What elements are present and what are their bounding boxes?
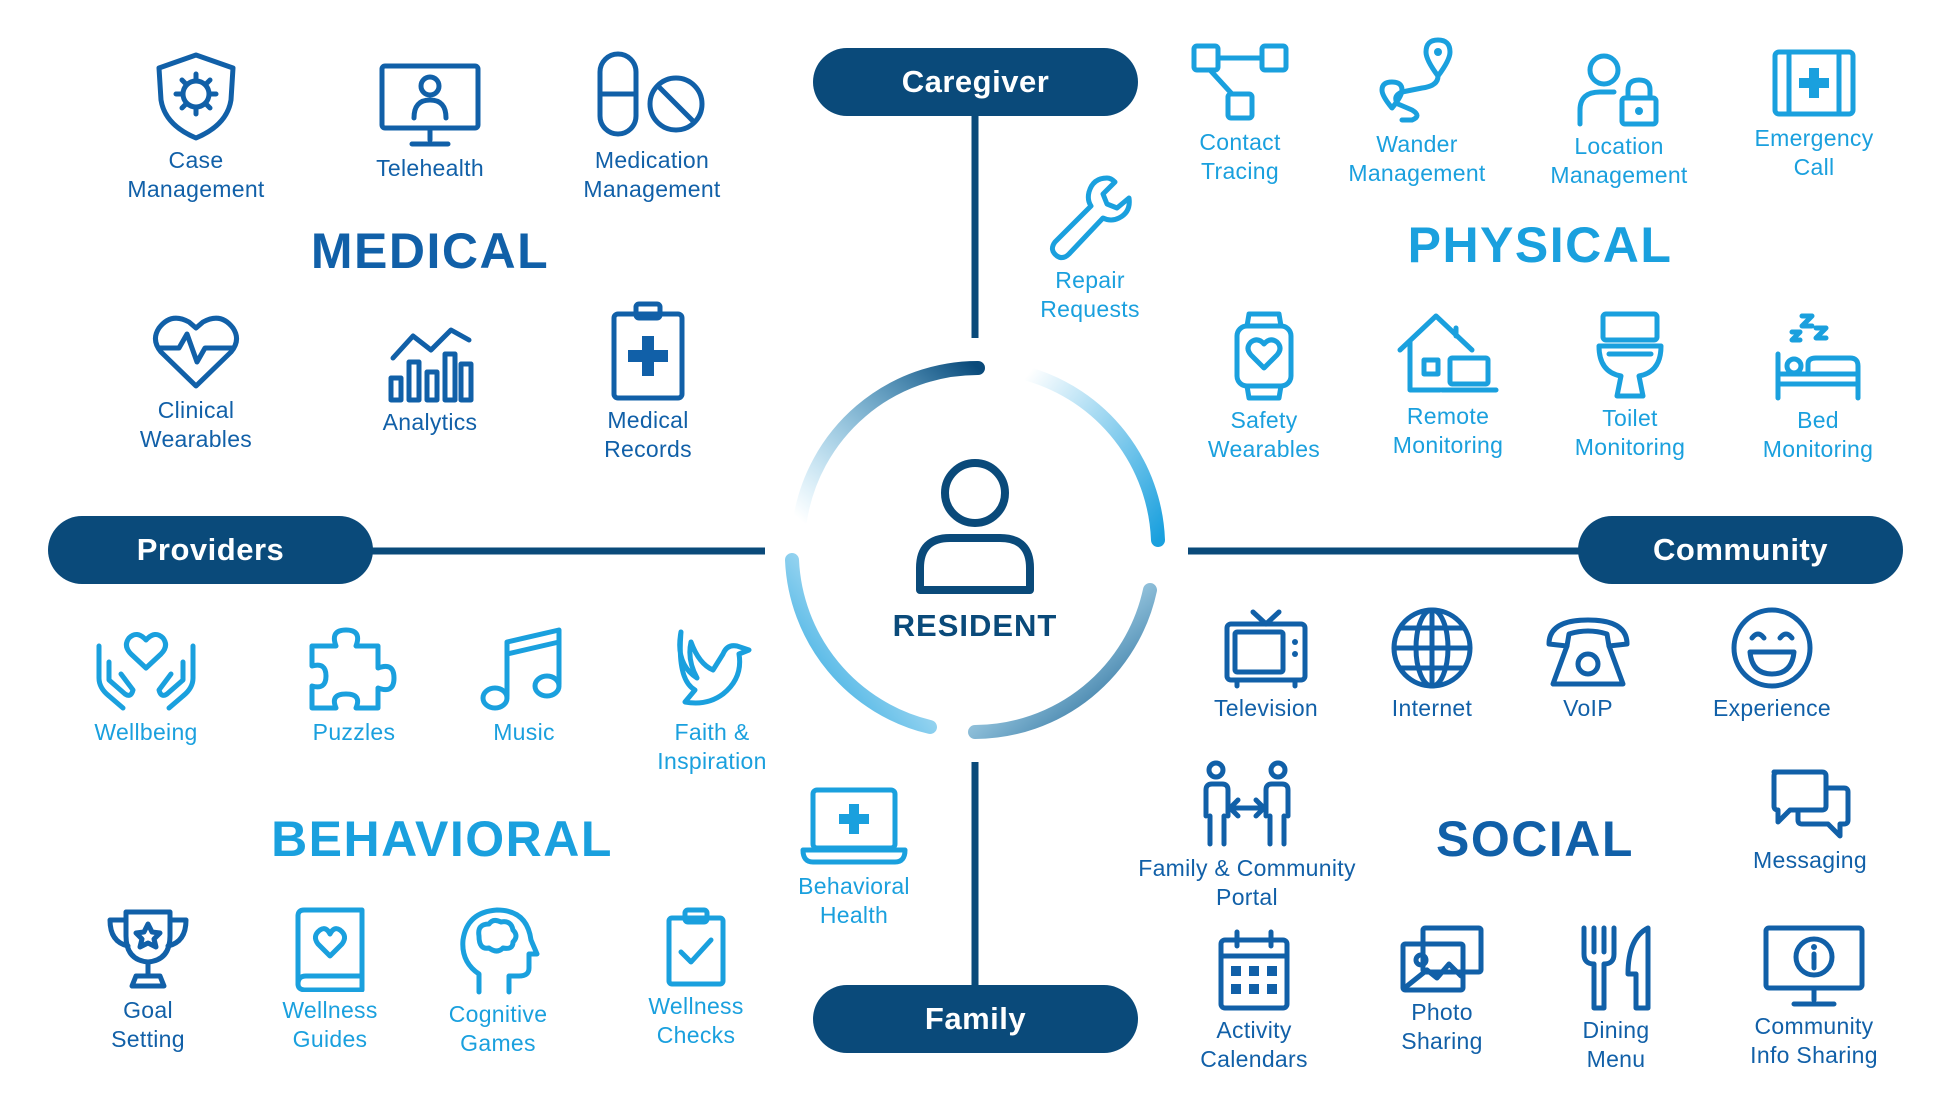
voip-item[interactable]: VoIP bbox=[1488, 614, 1688, 723]
telehealth-item[interactable]: Telehealth bbox=[330, 62, 530, 183]
activity-calendars-item[interactable]: Activity Calendars bbox=[1154, 928, 1354, 1074]
wrench-icon bbox=[1049, 175, 1132, 261]
book-heart-icon bbox=[295, 907, 365, 992]
messaging-item[interactable]: Messaging bbox=[1710, 766, 1910, 875]
wellness-guides-item[interactable]: Wellness Guides bbox=[230, 906, 430, 1054]
physical-heading: PHYSICAL bbox=[1407, 217, 1673, 273]
smiley-icon bbox=[1731, 607, 1813, 689]
behavioral-health-item[interactable]: Behavioral Health bbox=[754, 784, 954, 930]
laptop-cross-icon bbox=[800, 787, 908, 865]
dining-menu-item[interactable]: Dining Menu bbox=[1516, 924, 1716, 1074]
wander-management-item[interactable]: Wander Management bbox=[1317, 36, 1517, 188]
behavioral-heading: BEHAVIORAL bbox=[271, 811, 613, 867]
location-management-item[interactable]: Location Management bbox=[1519, 52, 1719, 190]
bed-monitoring-item[interactable]: Bed Monitoring bbox=[1718, 310, 1918, 464]
safety-wearables-item[interactable]: Safety Wearables bbox=[1164, 310, 1364, 464]
contact-tracing-item[interactable]: Contact Tracing bbox=[1140, 40, 1340, 186]
community-pill[interactable]: Community bbox=[1578, 516, 1903, 584]
toilet-monitoring-item[interactable]: Toilet Monitoring bbox=[1530, 310, 1730, 462]
photo-sharing-item[interactable]: Photo Sharing bbox=[1342, 924, 1542, 1056]
head-brain-icon bbox=[460, 907, 540, 995]
repair-requests-item[interactable]: Repair Requests bbox=[990, 172, 1190, 324]
puzzles-item[interactable]: Puzzles bbox=[254, 624, 454, 747]
clipboard-cross-icon bbox=[611, 301, 685, 401]
telehealth-monitor-icon bbox=[379, 63, 481, 147]
medkit-icon bbox=[1772, 49, 1856, 117]
clinical-wearables-item[interactable]: Clinical Wearables bbox=[96, 312, 296, 454]
resident-label: RESIDENT bbox=[892, 608, 1058, 643]
people-exchange-icon bbox=[1203, 760, 1291, 847]
music-note-icon bbox=[480, 627, 562, 711]
goal-setting-item[interactable]: Goal Setting bbox=[48, 906, 248, 1054]
emergency-call-item[interactable]: Emergency Call bbox=[1714, 46, 1914, 182]
smartwatch-heart-icon bbox=[1234, 311, 1294, 401]
network-nodes-icon bbox=[1191, 43, 1289, 121]
tv-icon bbox=[1224, 609, 1308, 689]
hands-heart-icon bbox=[96, 632, 196, 711]
pill-prohibited-icon bbox=[597, 51, 705, 137]
remote-monitoring-item[interactable]: Remote Monitoring bbox=[1348, 310, 1548, 460]
resident-person-icon bbox=[916, 459, 1034, 594]
medical-heading: MEDICAL bbox=[310, 223, 550, 279]
bar-line-chart-icon bbox=[388, 327, 474, 403]
fork-knife-icon bbox=[1581, 925, 1651, 1011]
trophy-icon bbox=[107, 909, 189, 989]
chat-bubbles-icon bbox=[1771, 769, 1851, 839]
case-management-item[interactable]: Case Management bbox=[96, 50, 296, 204]
wellbeing-item[interactable]: Wellbeing bbox=[46, 624, 246, 747]
family-pill[interactable]: Family bbox=[813, 985, 1138, 1053]
family-community-portal-item[interactable]: Family & Community Portal bbox=[1138, 760, 1355, 912]
calendar-icon bbox=[1218, 929, 1290, 1011]
wellness-checks-item[interactable]: Wellness Checks bbox=[596, 906, 796, 1050]
internet-item[interactable]: Internet bbox=[1332, 606, 1532, 723]
medication-management-item[interactable]: Medication Management bbox=[552, 50, 752, 204]
heart-pulse-icon bbox=[153, 315, 239, 389]
globe-icon bbox=[1391, 607, 1473, 689]
experience-item[interactable]: Experience bbox=[1672, 606, 1872, 723]
television-item[interactable]: Television bbox=[1166, 606, 1366, 723]
analytics-item[interactable]: Analytics bbox=[330, 324, 530, 437]
route-pin-icon bbox=[1379, 37, 1453, 123]
user-lock-icon bbox=[1577, 53, 1659, 127]
shield-virus-icon bbox=[156, 52, 236, 141]
clipboard-check-icon bbox=[666, 907, 726, 987]
cognitive-games-item[interactable]: Cognitive Games bbox=[398, 906, 598, 1058]
providers-pill[interactable]: Providers bbox=[48, 516, 373, 584]
social-heading: SOCIAL bbox=[1436, 811, 1634, 867]
medical-records-item[interactable]: Medical Records bbox=[548, 300, 748, 464]
dove-icon bbox=[677, 629, 752, 706]
monitor-info-icon bbox=[1763, 925, 1865, 1007]
photo-icon bbox=[1400, 925, 1484, 993]
sleeping-bed-icon bbox=[1775, 313, 1861, 401]
toilet-icon bbox=[1596, 311, 1664, 399]
faith-inspiration-item[interactable]: Faith & Inspiration bbox=[612, 624, 812, 776]
music-item[interactable]: Music bbox=[424, 624, 624, 747]
community-info-sharing-item[interactable]: Community Info Sharing bbox=[1714, 924, 1914, 1070]
puzzle-piece-icon bbox=[309, 627, 397, 711]
telephone-icon bbox=[1546, 617, 1630, 687]
house-laptop-icon bbox=[1397, 313, 1499, 393]
caregiver-pill[interactable]: Caregiver bbox=[813, 48, 1138, 116]
